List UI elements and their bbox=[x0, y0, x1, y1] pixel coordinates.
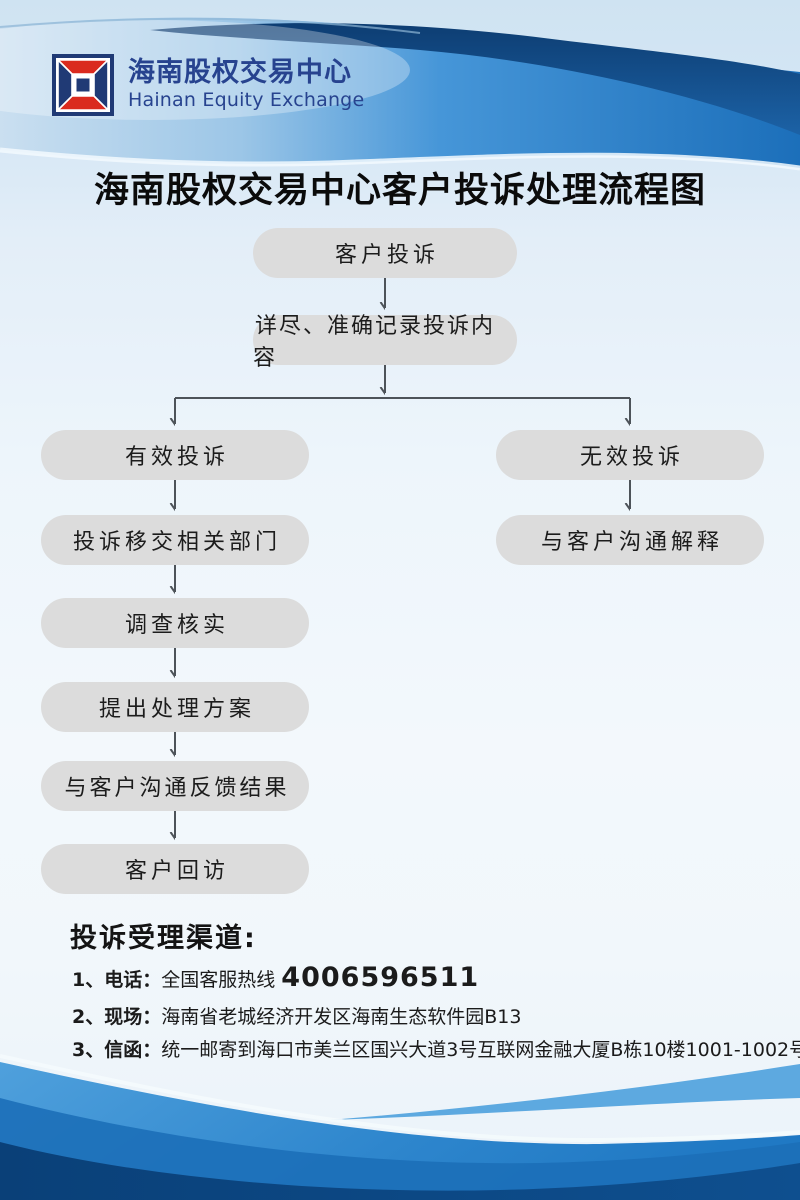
footer-wave-graphic bbox=[0, 1054, 800, 1200]
channel-label: 现场： bbox=[104, 1006, 162, 1028]
node-propose-solution: 提出处理方案 bbox=[41, 682, 309, 732]
wave-deep bbox=[0, 1142, 800, 1200]
channel-number: 3、 bbox=[72, 1039, 105, 1061]
channel-phone: 1、电话：全国客服热线 4006596511 bbox=[72, 962, 479, 993]
hainan-equity-exchange-logo-icon bbox=[52, 54, 114, 116]
logo-text: 海南股权交易中心 Hainan Equity Exchange bbox=[128, 56, 365, 112]
channel-label: 电话： bbox=[104, 969, 162, 991]
node-customer-revisit: 客户回访 bbox=[41, 844, 309, 894]
logo-name-en: Hainan Equity Exchange bbox=[128, 89, 365, 112]
channel-text: 海南省老城经济开发区海南生态软件园B13 bbox=[161, 1006, 522, 1028]
channel-onsite: 2、现场：海南省老城经济开发区海南生态软件园B13 bbox=[72, 1002, 521, 1029]
channels-heading: 投诉受理渠道: bbox=[70, 923, 257, 954]
logo: 海南股权交易中心 Hainan Equity Exchange bbox=[52, 54, 364, 116]
channel-text: 全国客服热线 bbox=[161, 969, 282, 991]
wave-mid bbox=[0, 1098, 800, 1200]
channel-number: 1、 bbox=[72, 969, 105, 991]
wave-sliver bbox=[330, 1064, 800, 1120]
hotline-number: 4006596511 bbox=[281, 962, 480, 993]
channel-text: 统一邮寄到海口市美兰区国兴大道3号互联网金融大厦B栋10楼1001-1002号 bbox=[161, 1039, 800, 1061]
logo-name-zh: 海南股权交易中心 bbox=[128, 56, 352, 88]
node-transfer-department: 投诉移交相关部门 bbox=[41, 515, 309, 565]
node-invalid-complaint: 无效投诉 bbox=[496, 430, 764, 480]
page-title: 海南股权交易中心客户投诉处理流程图 bbox=[93, 170, 706, 211]
node-customer-complaint: 客户投诉 bbox=[253, 228, 517, 278]
node-feedback-result: 与客户沟通反馈结果 bbox=[41, 761, 309, 811]
channel-label: 信函： bbox=[104, 1039, 162, 1061]
node-record-complaint: 详尽、准确记录投诉内容 bbox=[253, 314, 517, 371]
node-valid-complaint: 有效投诉 bbox=[41, 430, 309, 480]
node-communicate-explain: 与客户沟通解释 bbox=[496, 515, 764, 565]
node-investigate-verify: 调查核实 bbox=[41, 598, 309, 648]
channel-number: 2、 bbox=[72, 1006, 105, 1028]
channel-mail: 3、信函：统一邮寄到海口市美兰区国兴大道3号互联网金融大厦B栋10楼1001-1… bbox=[72, 1035, 800, 1062]
